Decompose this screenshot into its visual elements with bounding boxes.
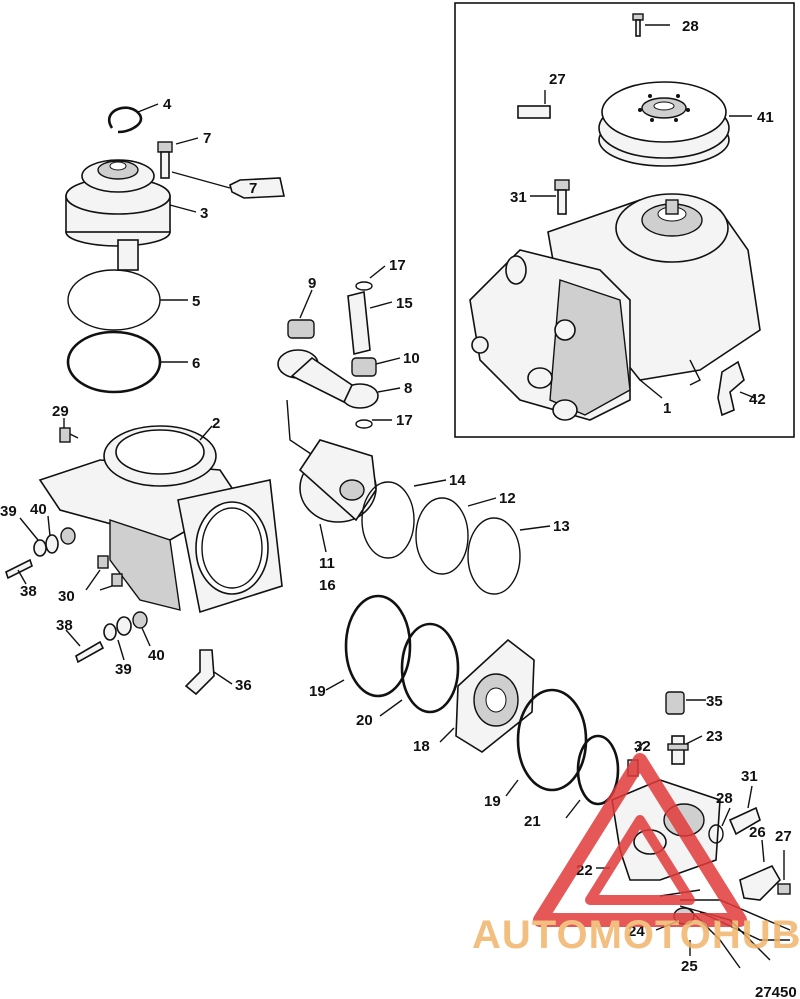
watermark: AUTOMOTOHUB (472, 753, 800, 957)
part-10-needle-bearing (351, 357, 401, 377)
callout-39-lower: 39 (115, 661, 132, 678)
callout-33: 27 (549, 71, 566, 88)
part-39-40-washers-lower (103, 611, 151, 661)
callout-26: 26 (749, 824, 766, 841)
callout-32: 32 (634, 738, 651, 755)
part-3-bearing-carrier (65, 159, 197, 271)
part-17-retainer-top (355, 265, 386, 291)
watermark-text: AUTOMOTOHUB (472, 913, 800, 957)
part-7-sealant-tube (171, 171, 285, 199)
callout-7-tube: 7 (249, 180, 257, 197)
part-4-snap-ring (108, 103, 159, 134)
part-23-fitting (667, 735, 703, 765)
part-21-o-ring (565, 734, 620, 819)
part-6-o-ring (66, 330, 188, 394)
callout-16: 16 (319, 577, 336, 594)
part-12-seal (415, 497, 497, 575)
callout-40-lower: 40 (148, 647, 165, 664)
callout-40-upper: 40 (30, 501, 47, 518)
part-1-pump-assembly (469, 193, 761, 421)
callout-8: 8 (404, 380, 412, 397)
callout-20: 20 (356, 712, 373, 729)
figure-number: 27450 (755, 984, 797, 999)
part-33-key (517, 90, 551, 119)
part-8-connecting-rod (277, 349, 401, 409)
callout-17-top: 17 (389, 257, 406, 274)
callout-15: 15 (396, 295, 413, 312)
callout-19-lower: 19 (484, 793, 501, 810)
callout-28: 28 (716, 790, 733, 807)
callout-19-upper: 19 (309, 683, 326, 700)
callout-37: 31 (510, 189, 527, 206)
assembly-inset (454, 2, 795, 438)
part-31-fitting (728, 785, 761, 836)
part-42-clip (717, 360, 756, 417)
part-38-stud-lower (65, 629, 105, 664)
part-41-pulley (598, 81, 752, 167)
part-13-seal (467, 517, 551, 595)
part-38-stud-upper (5, 558, 33, 585)
callout-36: 36 (235, 677, 252, 694)
part-27-bolt (777, 850, 791, 895)
callout-42: 42 (749, 391, 766, 408)
callout-3: 3 (200, 205, 208, 222)
callout-17-bottom: 17 (396, 412, 413, 429)
part-14-seal (361, 479, 447, 559)
callout-5: 5 (192, 293, 200, 310)
callout-38-lower: 38 (56, 617, 73, 634)
callout-34: 28 (682, 18, 699, 35)
part-28-o-ring (708, 807, 731, 844)
callout-35: 35 (706, 693, 723, 710)
callout-10: 10 (403, 350, 420, 367)
callout-41: 41 (757, 109, 774, 126)
callout-1: 1 (663, 400, 671, 417)
part-29-fitting (59, 418, 79, 443)
callout-38-upper: 38 (20, 583, 37, 600)
part-5-o-ring (67, 269, 188, 331)
callout-30: 30 (58, 588, 75, 605)
part-18-check-valve-plate (439, 638, 535, 753)
part-35-plug (665, 691, 706, 715)
part-39-40-washers-upper (19, 515, 76, 557)
callout-21: 21 (524, 813, 541, 830)
callout-39-upper: 39 (0, 503, 17, 520)
part-17-retainer-bottom (355, 419, 392, 429)
callout-13: 13 (553, 518, 570, 535)
callout-11: 11 (319, 555, 335, 572)
part-30-fittings (85, 555, 123, 591)
part-11-piston (286, 399, 377, 553)
part-20-o-ring (379, 622, 460, 717)
part-19-o-ring-lower (505, 688, 588, 797)
part-7-bolt (157, 137, 199, 179)
callout-2: 2 (212, 415, 220, 432)
callout-7-bolt: 7 (203, 130, 211, 147)
callout-14: 14 (449, 472, 466, 489)
callout-27: 27 (775, 828, 792, 845)
callout-12: 12 (499, 490, 516, 507)
callout-4: 4 (163, 96, 172, 113)
callout-25: 25 (681, 958, 698, 975)
callout-labels: 28 27 41 31 1 42 4 7 7 3 5 6 17 15 9 10 … (0, 18, 797, 999)
part-15-wrist-pin (347, 291, 393, 355)
part-2-cylinder-housing (38, 425, 283, 614)
watermark-logo-triangle (533, 753, 747, 927)
part-36-elbow-fitting (184, 649, 233, 696)
callout-29: 29 (52, 403, 69, 420)
callout-23: 23 (706, 728, 723, 745)
callout-6: 6 (192, 355, 200, 372)
callout-31: 31 (741, 768, 758, 785)
callout-9: 9 (308, 275, 316, 292)
callout-24: 24 (628, 923, 645, 940)
callout-18: 18 (413, 738, 430, 755)
part-9-needle-bearing (287, 289, 315, 339)
part-19-o-ring-upper (325, 594, 412, 698)
part-34-bolt (632, 13, 670, 37)
part-37-bolt (530, 179, 570, 215)
part-26-bracket (739, 839, 781, 901)
